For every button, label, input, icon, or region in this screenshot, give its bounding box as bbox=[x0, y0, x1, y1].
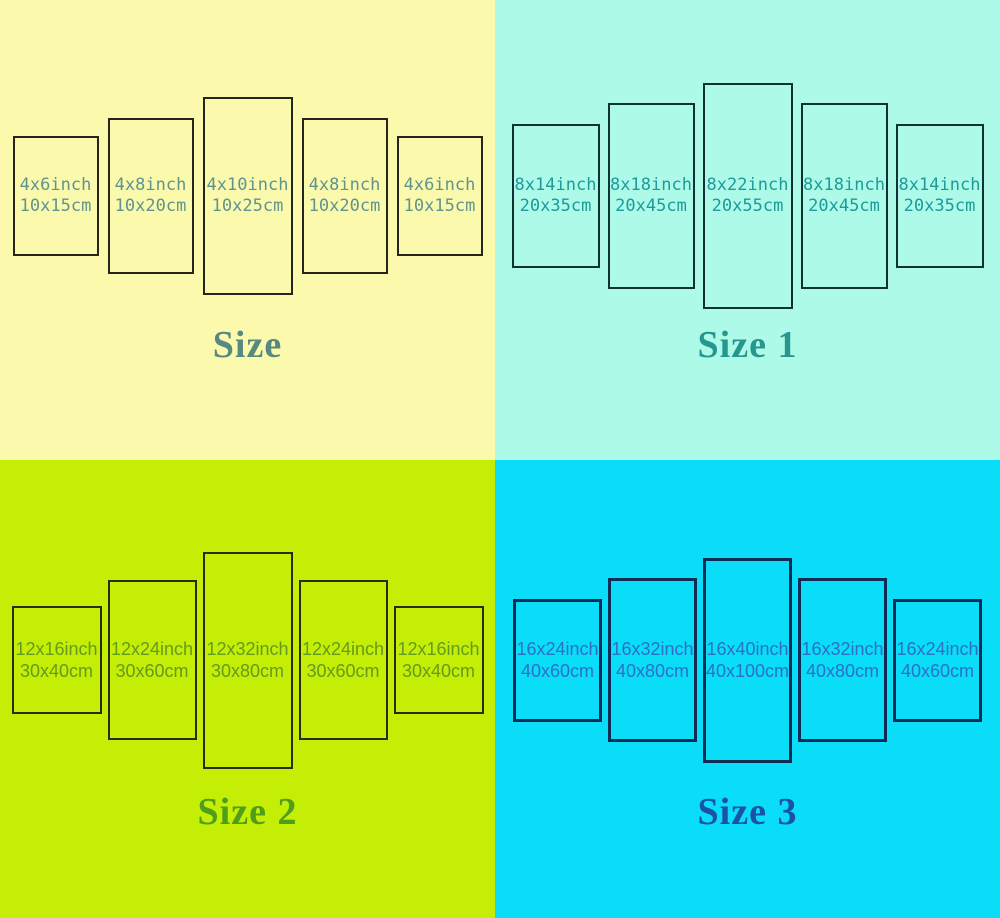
size-label: Size bbox=[212, 324, 283, 366]
panel-size-cm: 30x80cm bbox=[210, 661, 285, 681]
size-label: Size 3 bbox=[697, 791, 798, 833]
panel-size-cm: 30x60cm bbox=[115, 661, 189, 681]
canvas-panel: 12x16inch 30x40cm bbox=[393, 606, 484, 714]
panel-size-inch: 16x24inch bbox=[896, 639, 979, 659]
panel-size-inch: 16x40inch bbox=[706, 639, 789, 659]
panel-size-cm: 30x40cm bbox=[401, 661, 476, 681]
quadrant-size-2: 12x16inch 30x40cm 12x24inch 30x60cm 12x3… bbox=[0, 460, 495, 918]
panel-size-inch: 16x32inch bbox=[801, 639, 884, 659]
size-label: Size 2 bbox=[197, 791, 298, 833]
canvas-panel: 16x32inch 40x80cm bbox=[608, 578, 697, 742]
canvas-panel: 8x18inch 20x45cm bbox=[607, 103, 695, 289]
canvas-panel: 4x6inch 10x15cm bbox=[396, 136, 483, 256]
panel-size-cm: 40x80cm bbox=[805, 661, 880, 681]
panel-size-cm: 20x45cm bbox=[808, 196, 880, 216]
quadrant-size-1: 8x14inch 20x35cm 8x18inch 20x45cm 8x22in… bbox=[495, 0, 1000, 460]
panel-size-inch: 8x18inch bbox=[610, 175, 692, 195]
panel-size-cm: 20x35cm bbox=[903, 196, 976, 216]
canvas-panel: 4x6inch 10x15cm bbox=[12, 136, 99, 256]
canvas-panel: 16x24inch 40x60cm bbox=[893, 598, 982, 722]
panel-size-cm: 10x15cm bbox=[403, 196, 476, 216]
panel-size-cm: 10x20cm bbox=[114, 196, 187, 216]
panel-size-inch: 12x16inch bbox=[15, 639, 98, 659]
panel-size-cm: 10x15cm bbox=[19, 196, 92, 216]
canvas-panel: 8x14inch 20x35cm bbox=[511, 124, 600, 268]
panel-size-inch: 12x16inch bbox=[397, 639, 480, 659]
panel-size-inch: 8x18inch bbox=[803, 175, 885, 195]
panel-size-cm: 10x20cm bbox=[308, 196, 381, 216]
panel-size-inch: 16x24inch bbox=[516, 639, 599, 659]
panel-size-inch: 8x14inch bbox=[514, 175, 597, 195]
canvas-panel: 12x32inch 30x80cm bbox=[202, 551, 293, 769]
panel-size-cm: 40x60cm bbox=[520, 661, 595, 681]
panel-size-inch: 16x32inch bbox=[611, 639, 694, 659]
canvas-panel: 8x18inch 20x45cm bbox=[800, 103, 888, 289]
panel-size-cm: 30x60cm bbox=[306, 661, 380, 681]
canvas-panel: 12x24inch 30x60cm bbox=[298, 580, 388, 740]
canvas-panel: 12x24inch 30x60cm bbox=[107, 580, 197, 740]
canvas-panel: 4x8inch 10x20cm bbox=[301, 118, 388, 274]
panel-row: 16x24inch 40x60cm 16x32inch 40x80cm 16x4… bbox=[495, 460, 1000, 860]
panel-size-inch: 4x6inch bbox=[19, 175, 92, 195]
canvas-panel: 16x40inch 40x100cm bbox=[703, 557, 792, 763]
panel-size-inch: 12x32inch bbox=[206, 639, 289, 659]
canvas-panel: 8x22inch 20x55cm bbox=[702, 83, 793, 309]
panel-size-cm: 40x60cm bbox=[900, 661, 975, 681]
panel-row: 4x6inch 10x15cm 4x8inch 10x20cm 4x10inch… bbox=[0, 0, 495, 392]
panel-size-inch: 8x22inch bbox=[706, 175, 789, 195]
panel-size-cm: 20x35cm bbox=[519, 196, 592, 216]
panel-size-inch: 4x6inch bbox=[403, 175, 476, 195]
canvas-panel: 4x8inch 10x20cm bbox=[107, 118, 194, 274]
size-label: Size 1 bbox=[697, 324, 798, 366]
panel-size-inch: 4x8inch bbox=[308, 175, 381, 195]
panel-size-cm: 10x25cm bbox=[211, 196, 284, 216]
panel-size-cm: 30x40cm bbox=[19, 661, 94, 681]
panel-size-inch: 4x10inch bbox=[206, 175, 289, 195]
panel-size-inch: 12x24inch bbox=[110, 639, 194, 659]
panel-row: 12x16inch 30x40cm 12x24inch 30x60cm 12x3… bbox=[0, 460, 495, 860]
panel-row: 8x14inch 20x35cm 8x18inch 20x45cm 8x22in… bbox=[495, 0, 1000, 392]
canvas-panel: 16x32inch 40x80cm bbox=[798, 578, 887, 742]
quadrant-size: 4x6inch 10x15cm 4x8inch 10x20cm 4x10inch… bbox=[0, 0, 495, 460]
panel-size-cm: 20x55cm bbox=[711, 196, 784, 216]
panel-size-inch: 4x8inch bbox=[114, 175, 187, 195]
canvas-panel: 8x14inch 20x35cm bbox=[895, 124, 984, 268]
panel-size-inch: 12x24inch bbox=[301, 639, 385, 659]
panel-size-inch: 8x14inch bbox=[898, 175, 981, 195]
panel-size-cm: 40x80cm bbox=[615, 661, 690, 681]
canvas-panel: 12x16inch 30x40cm bbox=[11, 606, 102, 714]
canvas-panel: 4x10inch 10x25cm bbox=[202, 97, 293, 295]
panel-size-cm: 40x100cm bbox=[705, 661, 790, 681]
panel-size-cm: 20x45cm bbox=[615, 196, 687, 216]
canvas-panel: 16x24inch 40x60cm bbox=[513, 598, 602, 722]
quadrant-size-3: 16x24inch 40x60cm 16x32inch 40x80cm 16x4… bbox=[495, 460, 1000, 918]
